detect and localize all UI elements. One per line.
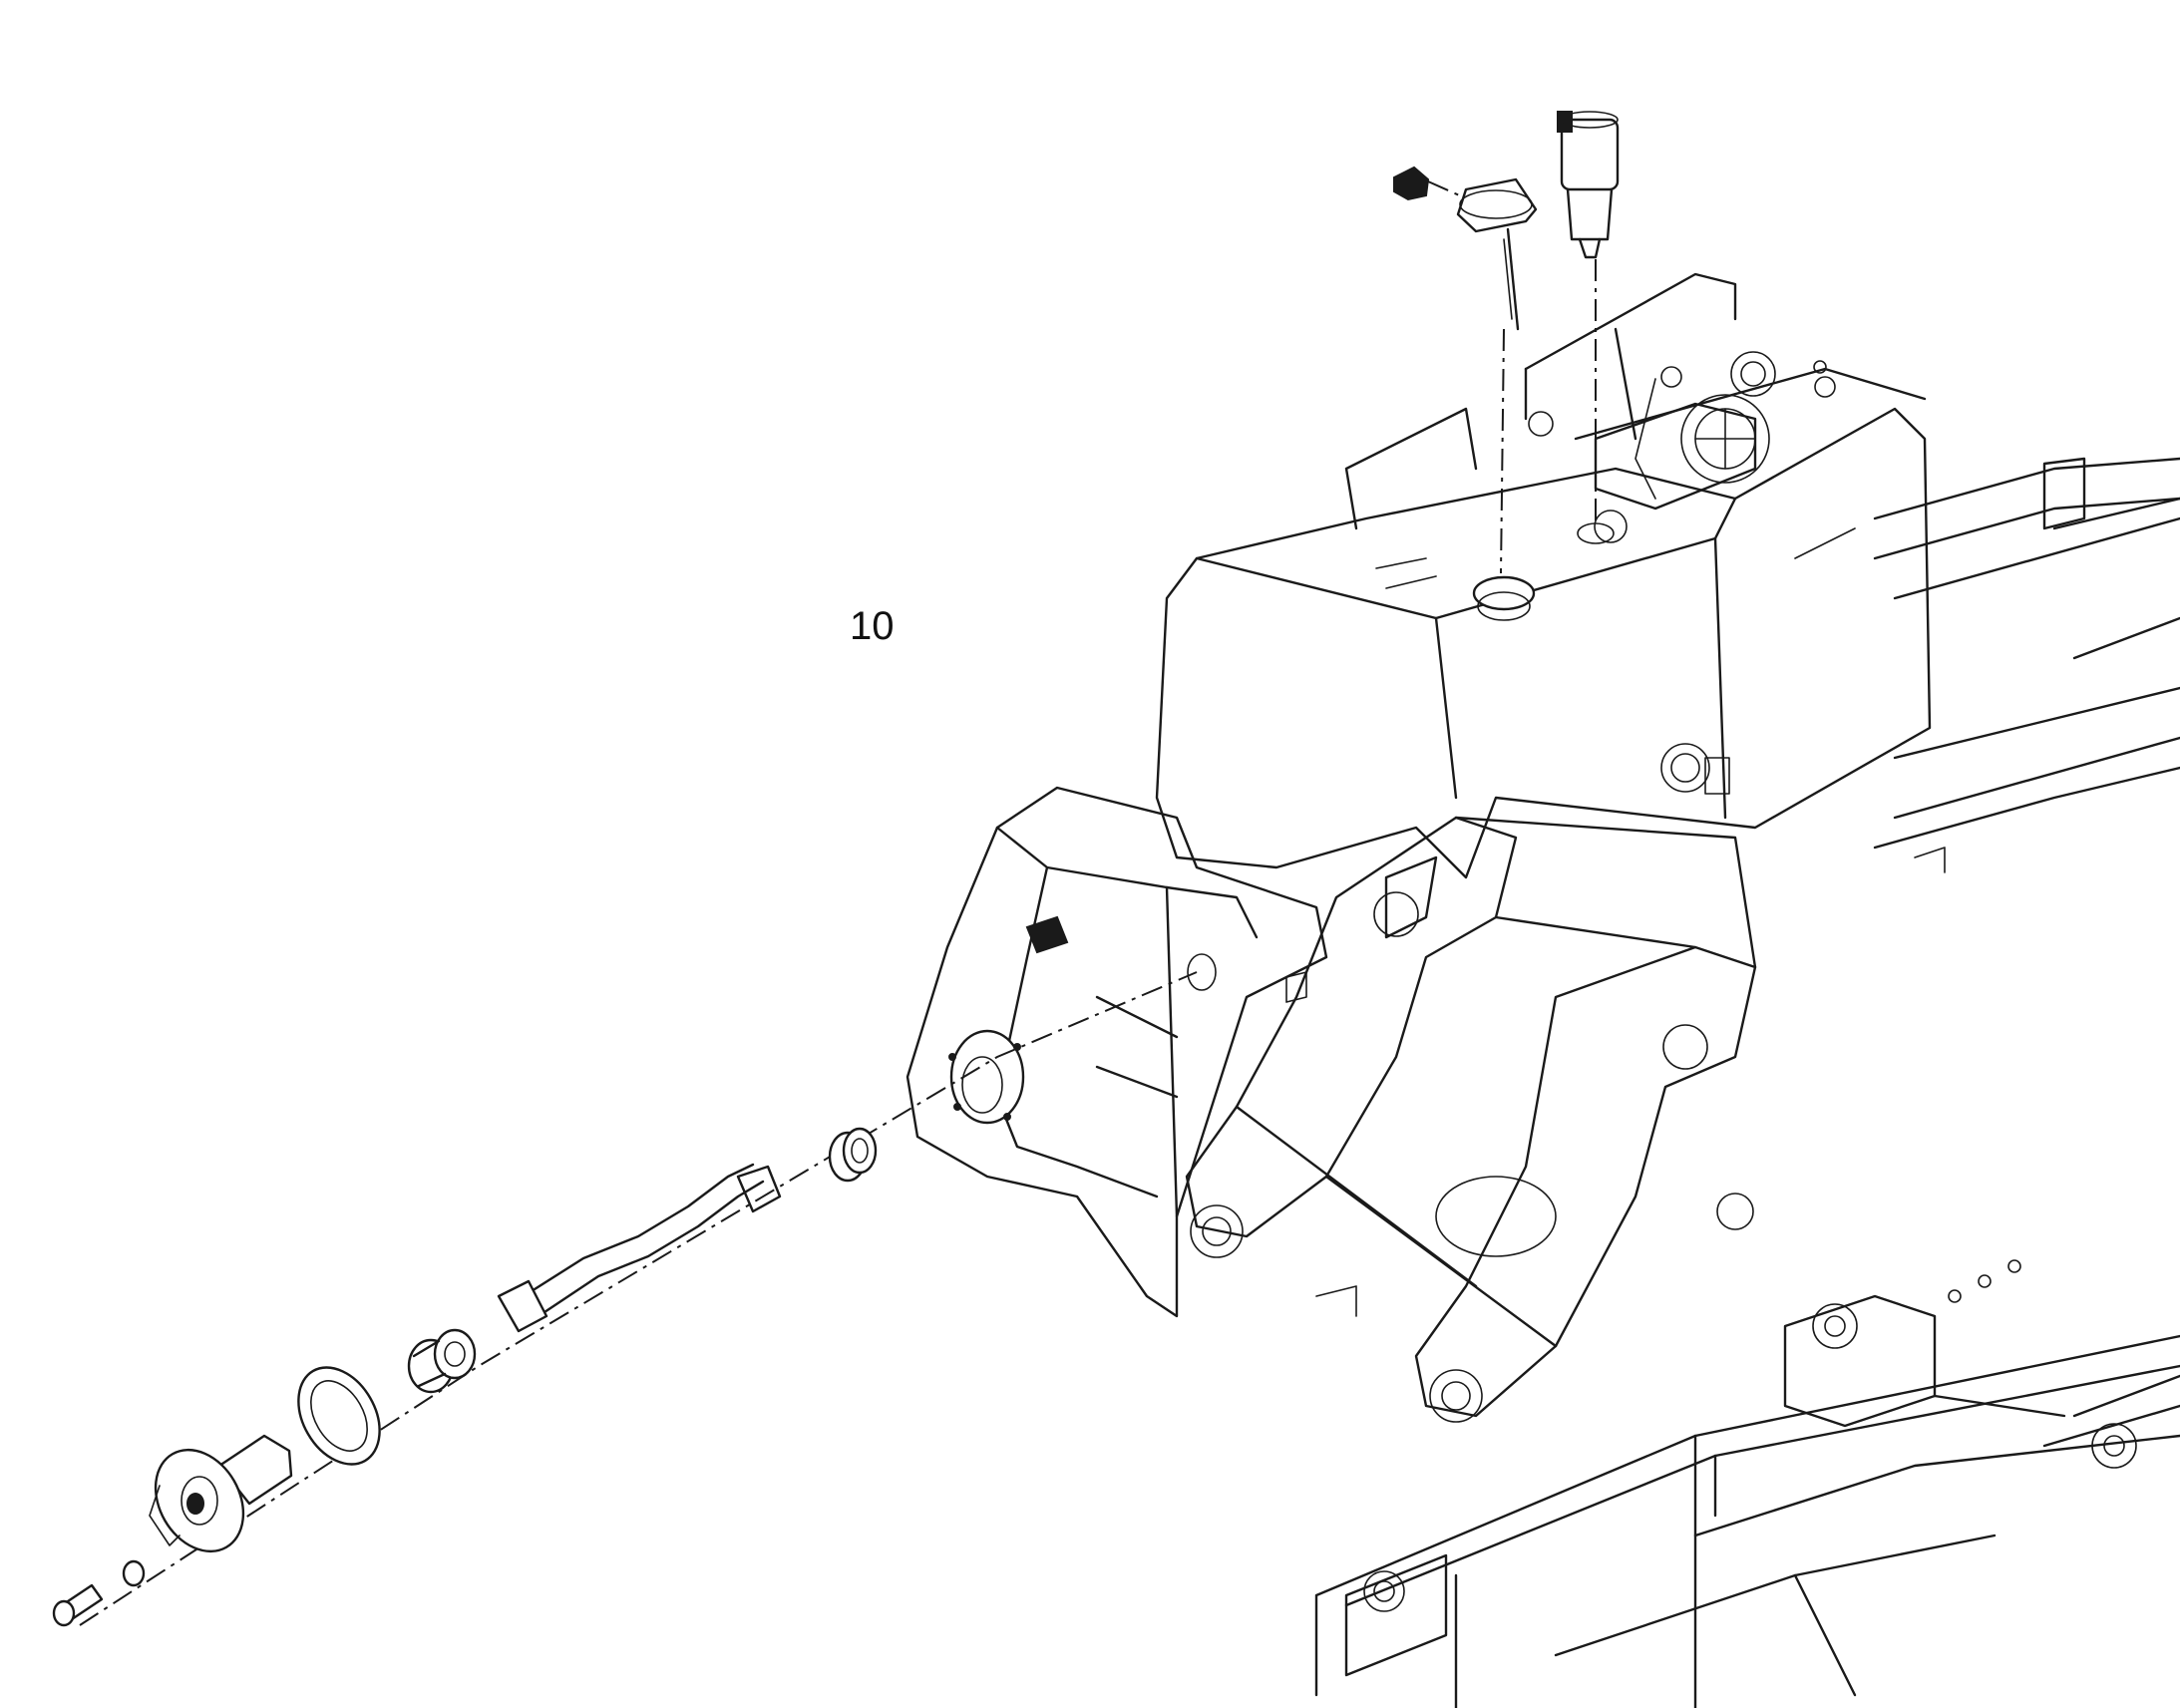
callout-label: 10 <box>850 604 895 648</box>
lower-exploded-parts <box>52 971 1198 1627</box>
filler-coupling <box>149 1434 293 1553</box>
dipstick <box>1506 227 1520 331</box>
top-exploded-parts <box>1393 111 1620 621</box>
hose <box>497 1163 782 1333</box>
cap-connector <box>1393 166 1430 201</box>
filler-cap <box>1456 177 1538 233</box>
level-sensor <box>1557 111 1620 259</box>
washer <box>122 1559 146 1587</box>
grommet <box>828 1127 878 1183</box>
bolt <box>52 1583 104 1627</box>
front-housing <box>906 786 1328 1318</box>
machine-frame <box>1155 272 2180 1708</box>
adapter-fitting <box>407 1328 477 1394</box>
gasket <box>297 1366 381 1466</box>
